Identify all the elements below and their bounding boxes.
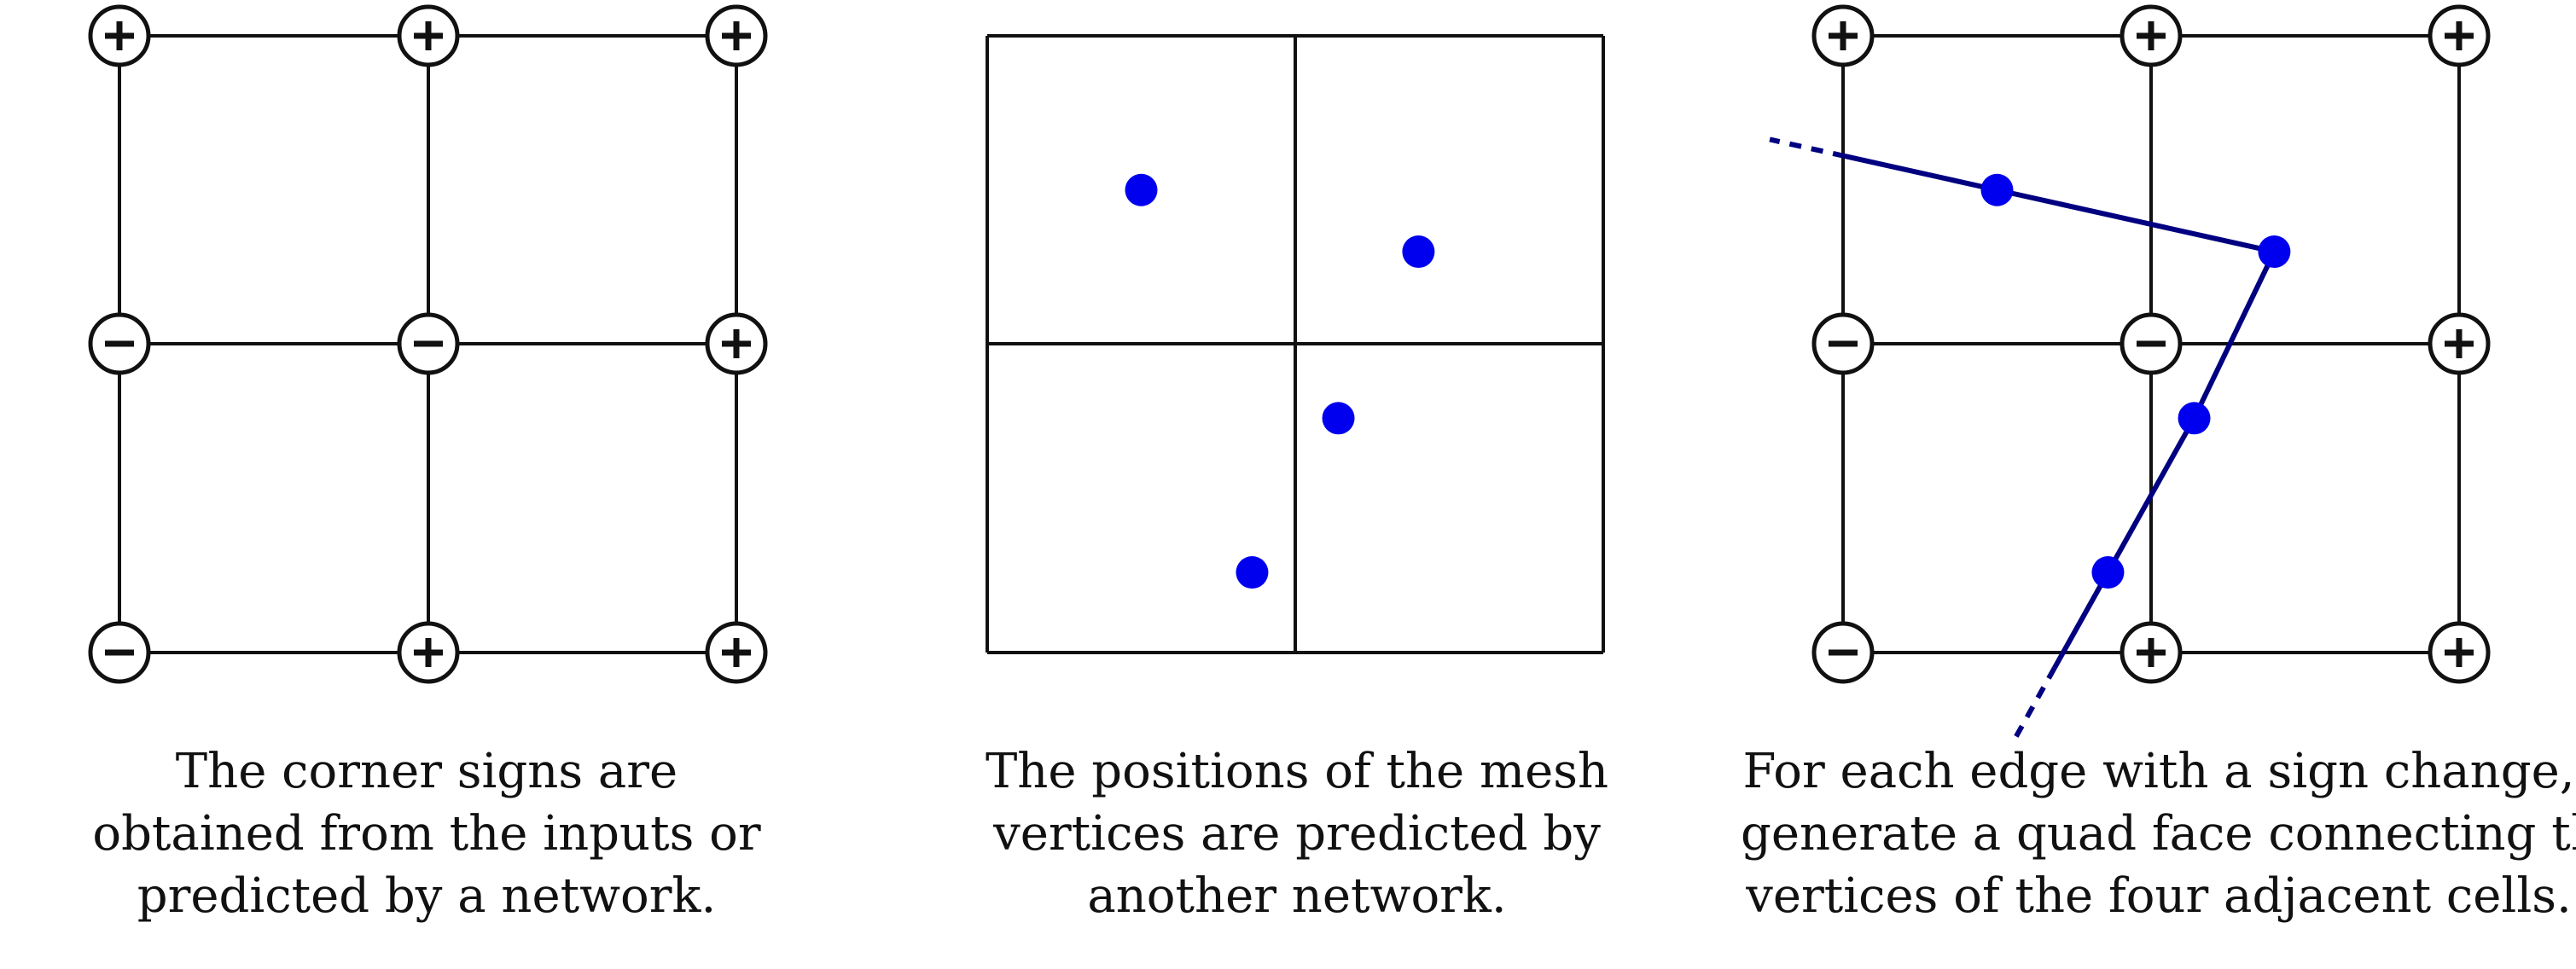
plus-sign-icon (705, 4, 768, 67)
plus-sign-icon (705, 312, 768, 375)
minus-sign-icon (1811, 621, 1875, 684)
panel-corner-signs (88, 4, 768, 684)
plus-sign-icon (2120, 4, 2183, 67)
mesh-vertex (2178, 402, 2211, 435)
plus-sign-icon (397, 4, 460, 67)
plus-sign-icon (1811, 4, 1875, 67)
mesh-vertex (1125, 173, 1158, 206)
minus-sign-icon (88, 621, 151, 684)
quad-edge-line (1844, 154, 1998, 193)
panel-mesh-vertices (986, 34, 1605, 654)
mesh-vertex (1236, 556, 1269, 589)
caption-line: predicted by a network. (137, 868, 717, 924)
plus-sign-icon (2428, 312, 2491, 375)
caption-corner-signs: The corner signs are obtained from the i… (17, 740, 836, 927)
quad-edge-dashed (2012, 666, 2057, 740)
plus-sign-icon (2428, 621, 2491, 684)
caption-line: For each edge with a sign change, (1742, 744, 2575, 799)
minus-sign-icon (397, 312, 460, 375)
mesh-vertex (2258, 235, 2291, 269)
mesh-vertex (1322, 402, 1355, 435)
caption-line: The corner signs are (175, 744, 678, 799)
minus-sign-icon (88, 312, 151, 375)
quad-edge-dashed (1769, 136, 1846, 159)
plus-sign-icon (2120, 621, 2183, 684)
plus-sign-icon (705, 621, 768, 684)
mesh-vertex (2091, 556, 2125, 589)
caption-quad-faces: For each edge with a sign change, genera… (1741, 740, 2576, 927)
caption-mesh-vertices: The positions of the mesh vertices are p… (879, 740, 1715, 927)
mesh-vertex (1402, 235, 1435, 269)
caption-line: vertices are predicted by (993, 806, 1601, 862)
quad-edge-line (1996, 187, 2278, 574)
panel-quad-faces (1769, 4, 2491, 740)
plus-sign-icon (88, 4, 151, 67)
minus-sign-icon (2120, 312, 2183, 375)
caption-line: The positions of the mesh (985, 744, 1609, 799)
caption-line: generate a quad face connecting the (1741, 806, 2576, 862)
minus-sign-icon (1811, 312, 1875, 375)
caption-line: obtained from the inputs or (92, 806, 761, 862)
caption-line: another network. (1087, 868, 1507, 924)
plus-sign-icon (2428, 4, 2491, 67)
quad-edge-line (2052, 571, 2111, 670)
mesh-vertex (1980, 173, 2014, 206)
caption-line: vertices of the four adjacent cells. (1746, 868, 2572, 924)
plus-sign-icon (397, 621, 460, 684)
